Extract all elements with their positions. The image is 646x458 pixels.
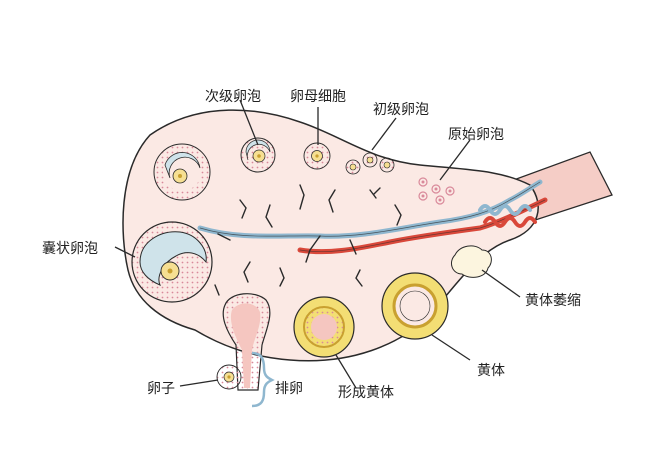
corpus-albicans — [451, 245, 492, 278]
label-secondary-follicle: 次级卵泡 — [205, 89, 261, 105]
follicle-top-left — [153, 143, 211, 201]
ovum — [216, 364, 242, 390]
label-forming-corpus-luteum: 形成黄体 — [338, 385, 394, 401]
corpus-luteum — [381, 272, 449, 340]
oocyte-follicle — [303, 142, 331, 170]
label-primordial-follicle: 原始卵泡 — [448, 127, 504, 143]
label-ovum: 卵子 — [147, 381, 175, 397]
secondary-follicle — [240, 137, 276, 173]
label-antral-follicle: 囊状卵泡 — [42, 241, 98, 257]
label-oocyte: 卵母细胞 — [290, 89, 346, 105]
ruptured-follicle — [222, 293, 271, 391]
antral-follicle — [131, 221, 213, 303]
leader-lines — [114, 99, 521, 389]
label-corpus-luteum: 黄体 — [477, 363, 505, 379]
primordial-follicles — [418, 177, 455, 205]
label-primary-follicle: 初级卵泡 — [373, 102, 429, 118]
blood-vessels — [197, 179, 548, 296]
primary-follicles — [345, 152, 395, 175]
ovulation-brace — [251, 351, 275, 408]
label-ovulation: 排卵 — [275, 381, 303, 397]
label-corpus-albicans: 黄体萎缩 — [525, 293, 581, 309]
forming-corpus-luteum — [293, 296, 355, 358]
